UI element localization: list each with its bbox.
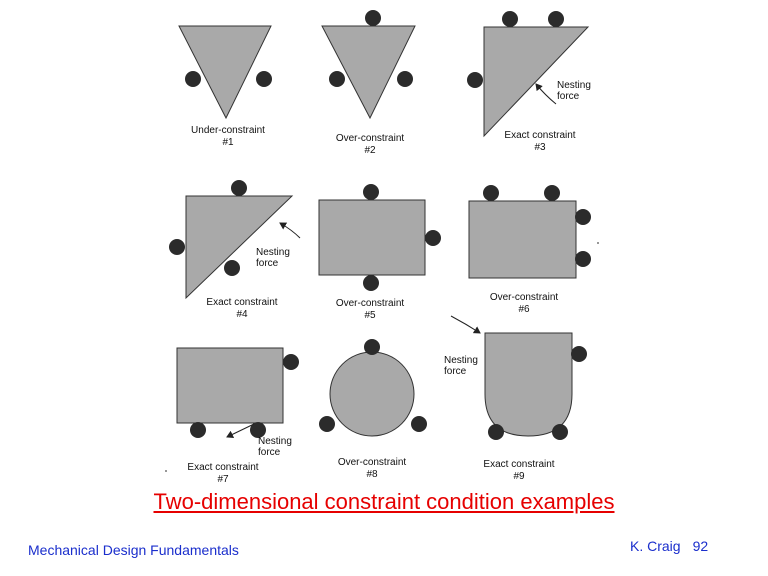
panel-7-diagram: [176, 347, 299, 439]
panel-4-ball-bottom: [224, 260, 240, 276]
panel-4-ball-left: [169, 239, 185, 255]
panel-5-ball-bottom: [363, 275, 379, 291]
panel-3-caption-text: Exact constraint: [504, 130, 576, 141]
nesting-label-line2: force: [557, 91, 580, 102]
panel-5-diagram: [318, 184, 441, 291]
panel-1-caption: Under-constraint #1: [163, 125, 293, 149]
panel-4-number: #4: [236, 309, 248, 320]
panel-9-caption-text: Exact constraint: [483, 459, 555, 470]
panel-7-caption: Exact constraint #7: [158, 462, 288, 486]
panel-8-ball-left: [319, 416, 335, 432]
panel-3-nesting-arrow: [535, 83, 557, 105]
panel-2-caption-text: Over-constraint: [335, 133, 405, 144]
panel-8-number: #8: [366, 469, 378, 480]
panel-6-ball-top-right: [544, 185, 560, 201]
panel-1-caption-text: Under-constraint: [191, 125, 265, 136]
panel-9-nesting-arrow: [450, 315, 481, 334]
panel-2-number: #2: [364, 145, 376, 156]
nesting-label-line2: force: [258, 447, 281, 458]
panel-2-ball-top: [365, 10, 381, 26]
panel-5-number: #5: [364, 310, 376, 321]
nesting-label-line2: force: [256, 258, 279, 269]
slide-title: Two-dimensional constraint condition exa…: [153, 489, 615, 514]
panel-5-ball-right: [425, 230, 441, 246]
panel-4-diagram: [169, 180, 301, 300]
page-number: 92: [692, 538, 709, 554]
nesting-label-line1: Nesting: [258, 436, 292, 447]
panel-3-nesting-label: Nesting force: [557, 80, 591, 102]
panel-3-diagram: [467, 11, 590, 138]
nesting-label-line1: Nesting: [444, 355, 478, 366]
panel-5-rectangle: [318, 199, 426, 276]
panel-7-rectangle: [176, 347, 284, 424]
panel-2-ball-left: [329, 71, 345, 87]
panel-9-nesting-label: Nesting force: [444, 355, 478, 377]
panel-4-ball-top: [231, 180, 247, 196]
panel-8-diagram: [319, 339, 427, 437]
panel-4-caption: Exact constraint #4: [177, 297, 307, 321]
panel-6-caption-text: Over-constraint: [489, 292, 559, 303]
footer-author-page: K. Craig 92: [630, 538, 708, 554]
panel-8-disc: [329, 351, 415, 437]
footer-author: K. Craig: [630, 538, 681, 554]
panel-7-nesting-label: Nesting force: [258, 436, 292, 458]
panel-1-diagram: [178, 25, 272, 120]
panel-6-number: #6: [518, 304, 530, 315]
panel-7-ball-bottom-left: [190, 422, 206, 438]
panel-3-triangle: [483, 26, 590, 138]
panel-1-ball-right: [256, 71, 272, 87]
panel-2-ball-right: [397, 71, 413, 87]
panel-3-ball-left: [467, 72, 483, 88]
panel-3-number: #3: [534, 142, 546, 153]
panel-7-ball-right: [283, 354, 299, 370]
panel-6-diagram: [468, 185, 591, 279]
panel-6-ball-top-left: [483, 185, 499, 201]
panel-3-ball-top-left: [502, 11, 518, 27]
panel-8-ball-top: [364, 339, 380, 355]
panel-4-nesting-label: Nesting force: [256, 247, 290, 269]
panel-7-caption-text: Exact constraint: [187, 462, 259, 473]
panel-4-caption-text: Exact constraint: [206, 297, 278, 308]
panel-1-triangle: [178, 25, 272, 120]
panel-3-caption: Exact constraint #3: [475, 130, 605, 154]
panel-5-caption-text: Over-constraint: [335, 298, 405, 309]
panel-2-caption: Over-constraint #2: [305, 133, 435, 157]
panel-6-caption: Over-constraint #6: [459, 292, 589, 316]
panel-1-number: #1: [222, 137, 234, 148]
panel-2-diagram: [321, 10, 416, 120]
scan-speck: [597, 242, 599, 244]
footer-course-name: Mechanical Design Fundamentals: [28, 542, 239, 558]
panel-9-caption: Exact constraint #9: [454, 459, 584, 483]
panel-6-ball-right-top: [575, 209, 591, 225]
panel-9-diagram: [450, 315, 587, 440]
nesting-label-line2: force: [444, 366, 467, 377]
panel-9-shape: [484, 332, 573, 437]
panel-9-ball-right: [571, 346, 587, 362]
panel-4-nesting-arrow: [279, 222, 301, 239]
nesting-label-line1: Nesting: [256, 247, 290, 258]
panel-5-caption: Over-constraint #5: [305, 298, 435, 322]
panel-8-caption: Over-constraint #8: [307, 457, 437, 481]
panel-9-number: #9: [513, 471, 525, 482]
panel-9-ball-bottom-right: [552, 424, 568, 440]
panel-7-number: #7: [217, 474, 229, 485]
panel-2-triangle: [321, 25, 416, 120]
panel-9-ball-bottom-left: [488, 424, 504, 440]
nesting-label-line1: Nesting: [557, 80, 591, 91]
panel-6-ball-right-bottom: [575, 251, 591, 267]
panel-5-ball-top: [363, 184, 379, 200]
panel-7-nesting-arrow: [226, 423, 255, 439]
panel-7-ball-bottom-right: [250, 422, 266, 438]
panel-1-ball-left: [185, 71, 201, 87]
panel-6-rectangle: [468, 200, 577, 279]
panel-8-ball-right: [411, 416, 427, 432]
panel-8-caption-text: Over-constraint: [337, 457, 407, 468]
scan-speck: [165, 470, 167, 472]
panel-3-ball-top-right: [548, 11, 564, 27]
